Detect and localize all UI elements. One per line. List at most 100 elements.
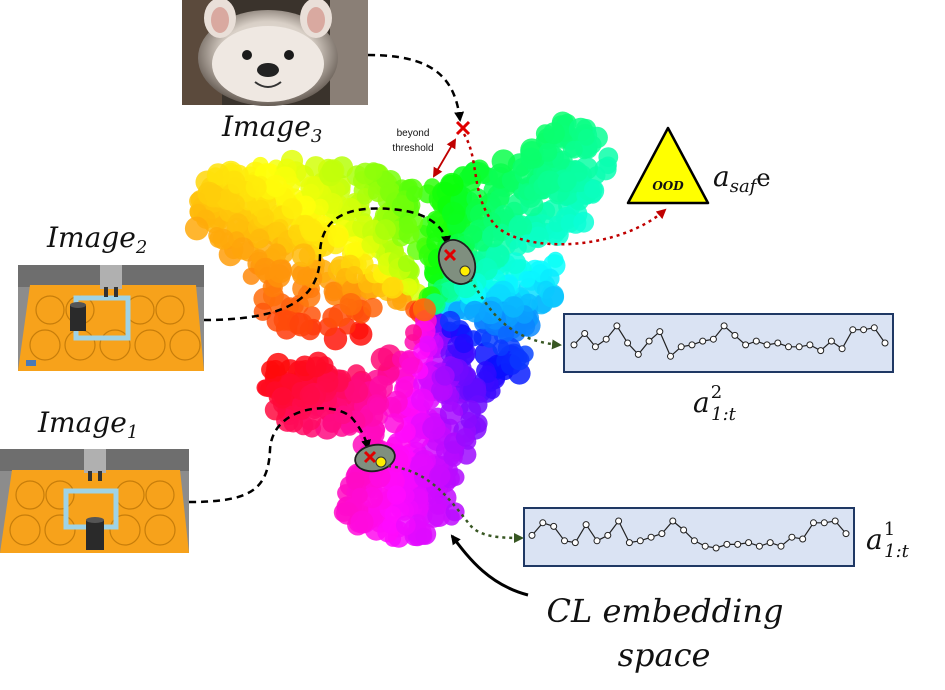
embedding-point xyxy=(266,352,290,377)
embedding-point xyxy=(321,159,345,183)
trajectory-point xyxy=(634,350,642,358)
embedding-point xyxy=(538,143,558,162)
trajectory-point xyxy=(838,345,846,353)
trajectory-point xyxy=(699,337,707,345)
embedding-point xyxy=(368,397,387,415)
embedding-point xyxy=(439,401,464,425)
embedding-point xyxy=(491,149,516,174)
a1-arrow xyxy=(387,464,524,543)
embedding-point xyxy=(573,211,595,233)
embedding-point xyxy=(415,527,433,545)
trajectory-point xyxy=(571,539,579,547)
trajectory-point xyxy=(582,521,590,529)
embedding-point xyxy=(327,227,349,248)
embedding-point xyxy=(460,412,477,429)
image3-label: Image3 xyxy=(221,110,322,147)
embedding-point xyxy=(369,375,393,400)
threshold-arrow xyxy=(432,138,457,178)
embedding-point xyxy=(455,428,475,447)
embedding-point xyxy=(375,219,396,241)
cl-label-line2: space xyxy=(618,636,711,674)
trajectory-point xyxy=(636,537,644,545)
cl-label-line1: CL embedding xyxy=(547,592,784,630)
embedding-point xyxy=(427,503,451,527)
embedding-point xyxy=(266,243,287,264)
trajectory-point xyxy=(806,341,814,349)
trajectory-point xyxy=(860,326,868,334)
trajectory-point xyxy=(561,537,568,545)
embedding-point xyxy=(226,194,245,213)
trajectory-point xyxy=(591,343,599,351)
cl-arrow xyxy=(450,534,529,597)
embedding-point xyxy=(422,416,446,440)
trajectory-point xyxy=(667,352,674,360)
trajectory-point xyxy=(604,531,612,539)
trajectory-point xyxy=(528,531,536,539)
trajectory-point xyxy=(799,535,807,543)
trajectory-point xyxy=(820,519,828,527)
trajectory-point xyxy=(550,522,558,530)
embedding-point xyxy=(433,384,450,401)
trajectory-point xyxy=(581,330,589,337)
embedding-point xyxy=(395,515,416,536)
embedding-point xyxy=(384,413,404,434)
a1-action-trajectory xyxy=(528,517,850,552)
trajectory-point xyxy=(701,542,709,550)
embedding-point xyxy=(281,198,303,220)
embedding-point xyxy=(543,122,565,145)
trajectory-point xyxy=(788,533,796,541)
embedding-point xyxy=(264,174,288,198)
embedding-point xyxy=(364,162,383,181)
embedding-point xyxy=(291,243,316,267)
image2-label: Image2 xyxy=(46,221,147,258)
image1-embedding-marker xyxy=(354,443,396,473)
embedding-point xyxy=(299,218,316,236)
embedding-point xyxy=(274,388,292,406)
trajectory-point xyxy=(712,544,720,552)
embedding-point xyxy=(599,156,617,175)
trajectory-point xyxy=(645,337,653,345)
ood-label: OOD xyxy=(652,179,684,193)
a2-action-trajectory xyxy=(570,322,889,360)
a2-action-panel xyxy=(563,313,894,373)
trajectory-point xyxy=(602,335,610,343)
trajectory-point xyxy=(731,331,739,339)
embedding-point xyxy=(482,225,505,248)
embedding-point xyxy=(502,296,525,318)
embedding-point xyxy=(345,266,364,284)
trajectory-point xyxy=(624,339,632,347)
embedding-point xyxy=(399,278,418,296)
embedding-point xyxy=(398,223,420,245)
embedding-point xyxy=(351,487,368,504)
embedding-point xyxy=(227,213,249,234)
embedding-point xyxy=(509,217,528,236)
trajectory-point xyxy=(709,335,717,343)
trajectory-point xyxy=(795,343,803,351)
embedding-point xyxy=(542,286,565,308)
trajectory-point xyxy=(625,539,633,547)
a2-arrow xyxy=(468,278,562,350)
trajectory-point xyxy=(593,537,601,545)
trajectory-point xyxy=(723,540,731,548)
warning-triangle-icon xyxy=(626,126,710,205)
embedding-point xyxy=(410,453,434,478)
trajectory-point xyxy=(680,526,688,534)
embedding-point xyxy=(344,379,369,404)
embedding-point xyxy=(426,210,445,229)
embedding-point xyxy=(212,228,234,250)
embedding-point xyxy=(520,147,542,170)
embedding-point xyxy=(363,297,383,318)
image1-label: Image1 xyxy=(37,406,138,443)
trajectory-point xyxy=(745,539,753,547)
trajectory-point xyxy=(720,322,728,330)
embedding-point xyxy=(361,487,383,509)
trajectory-point xyxy=(777,542,785,550)
trajectory-point xyxy=(755,542,763,550)
embedding-point xyxy=(454,333,474,354)
trajectory-point xyxy=(656,328,664,336)
trajectory-point xyxy=(690,537,698,545)
embedding-point xyxy=(509,350,530,371)
beyond-threshold-line2: threshold xyxy=(392,143,433,154)
trajectory-point xyxy=(677,343,685,351)
embedding-point xyxy=(434,365,455,386)
